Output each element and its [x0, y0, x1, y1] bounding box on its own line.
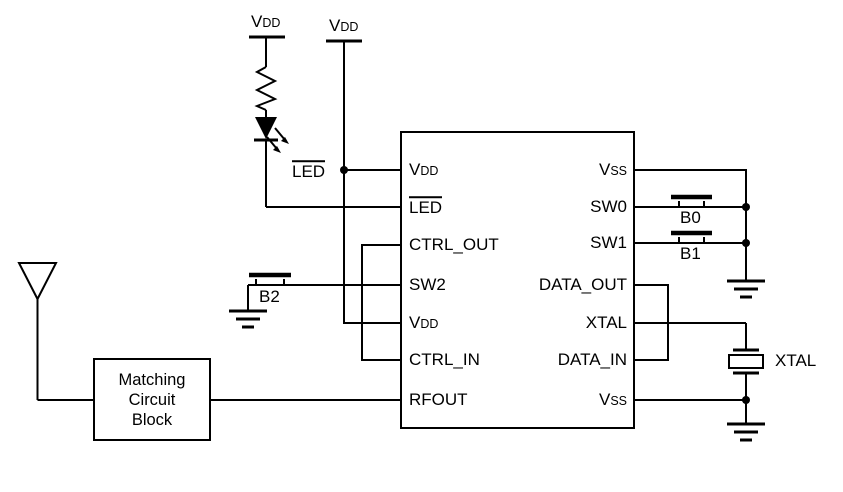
pin-ctrl-out: CTRL_OUT [409, 235, 499, 255]
pin-sw2: SW2 [409, 275, 446, 295]
vss-bottom-circuit [635, 396, 765, 442]
led-net-label: LED [292, 160, 326, 182]
pin-sw0: SW0 [590, 197, 627, 217]
antenna-symbol [17, 262, 93, 401]
pin-data-in: DATA_IN [557, 350, 627, 370]
vdd-supply-2-label: VDD [329, 16, 359, 36]
vdd-supply-1-label: VDD [251, 12, 281, 32]
vdd-supply-2-symbol [326, 39, 400, 324]
resistor-symbol [254, 66, 278, 111]
button-b2-label: B2 [259, 287, 280, 307]
pin-data-out: DATA_OUT [538, 275, 627, 295]
ground-symbol [727, 279, 765, 299]
pin-led: LED [409, 196, 443, 218]
crystal-circuit [635, 322, 764, 400]
pin-vdd-left-1: VDD [409, 160, 439, 180]
sw0-button-circuit [635, 194, 746, 208]
vdd-supply-1-symbol [249, 35, 285, 67]
pin-rfout: RFOUT [409, 390, 468, 410]
sw1-button-circuit [635, 230, 746, 244]
pin-ctrl-in: CTRL_IN [409, 350, 480, 370]
pin-vss-top: VSS [598, 160, 627, 180]
ground-symbol [229, 309, 267, 329]
junction-dot [340, 166, 348, 174]
crystal-symbol [728, 348, 764, 375]
pin-xtal: XTAL [585, 313, 627, 333]
ic-chip [400, 131, 635, 429]
matching-circuit-block-label: Matching Circuit Block [118, 370, 186, 429]
led-symbol [254, 110, 289, 153]
button-b1-label: B1 [680, 244, 701, 264]
button-b0-label: B0 [680, 208, 701, 228]
pin-vdd-left-2: VDD [409, 313, 439, 333]
sw2-button-circuit [229, 272, 400, 329]
ground-symbol [727, 422, 765, 442]
pin-sw1: SW1 [590, 233, 627, 253]
crystal-label: XTAL [775, 351, 817, 371]
matching-circuit-block: Matching Circuit Block [93, 358, 211, 441]
led-net-wire [265, 140, 400, 208]
ctrl-loop-wire [361, 244, 400, 361]
pin-vss-bottom: VSS [598, 390, 627, 410]
